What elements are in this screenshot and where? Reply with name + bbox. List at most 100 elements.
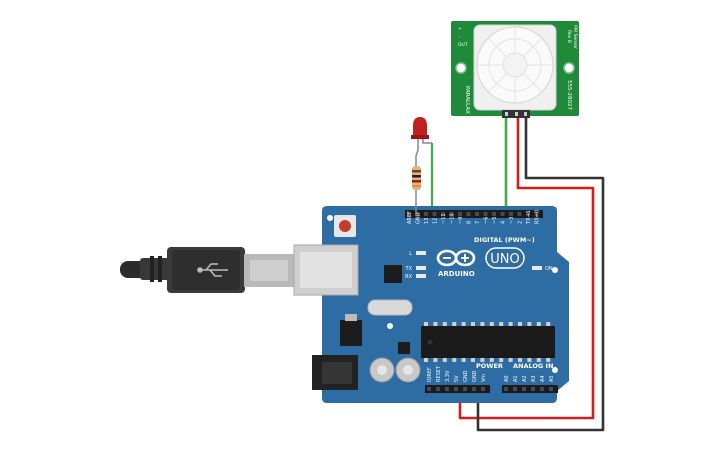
digital-pin-socket[interactable] (475, 212, 479, 216)
power-pin-socket[interactable] (463, 387, 467, 391)
digital-pin-socket[interactable] (424, 212, 428, 216)
ic-pin (452, 322, 457, 326)
analog-pin-header[interactable] (502, 385, 558, 393)
ic-pin (527, 358, 532, 362)
pir-pin-minus[interactable] (524, 112, 527, 116)
analog-pin-socket[interactable] (549, 387, 553, 391)
led-tx-label: TX (405, 266, 413, 272)
ic-pin-rows (424, 322, 551, 362)
ic-pin (471, 322, 475, 326)
analog-pin-socket[interactable] (531, 387, 535, 391)
led-tx (416, 266, 426, 270)
power-header-label: POWER (476, 362, 503, 370)
usb-cable[interactable] (120, 247, 294, 293)
analog-header-label: ANALOG IN (513, 362, 553, 370)
digital-pin-label: 8 (467, 221, 473, 224)
pir-pin-plus[interactable] (515, 112, 518, 116)
ic-pin (536, 322, 541, 326)
power-pin-socket[interactable] (481, 387, 485, 391)
resistor-band-4 (412, 185, 421, 187)
digital-pin-label: TX→1 (526, 210, 532, 225)
digital-pin-socket[interactable] (415, 212, 420, 216)
ic-pin (546, 358, 551, 362)
pir-pin-out[interactable] (505, 112, 508, 116)
analog-pin-socket[interactable] (513, 387, 517, 391)
pir-dome-center (502, 52, 528, 78)
pir-model-label: 555-28027 (566, 80, 572, 110)
ic-pin (471, 358, 475, 362)
reset-button[interactable] (339, 220, 351, 232)
digital-pin-label: GND (416, 212, 422, 224)
digital-pin-socket[interactable] (500, 212, 505, 216)
digital-pin-socket[interactable] (466, 212, 471, 216)
digital-header-body (405, 210, 543, 218)
power-pin-socket[interactable] (472, 387, 476, 391)
power-pin-socket[interactable] (454, 387, 458, 391)
ic-pin (452, 358, 457, 362)
wire-5v-red[interactable] (458, 116, 595, 420)
ic-pin (536, 358, 541, 362)
digital-pin-label: ~3 (509, 217, 515, 224)
power-pin-label: GND (472, 370, 478, 382)
digital-pin-socket[interactable] (492, 212, 496, 216)
digital-pin-header[interactable] (405, 210, 543, 218)
wire-gnd-black[interactable] (476, 116, 605, 432)
led-on-label: ON (545, 266, 553, 272)
ic-pin (508, 322, 513, 326)
led-on (532, 266, 542, 270)
digital-pin-socket[interactable] (432, 212, 437, 216)
brand-label: ARDUINO (438, 270, 475, 278)
ic-pin (424, 358, 428, 362)
digital-pin-socket[interactable] (517, 212, 522, 216)
ic-pin (480, 358, 485, 362)
ic-pin (442, 322, 447, 326)
digital-pin-socket[interactable] (441, 212, 445, 216)
mount-hole-4 (552, 367, 558, 373)
usb-ridge-2 (158, 256, 162, 282)
ic-pin (442, 358, 447, 362)
ic-pin (424, 322, 428, 326)
capacitor-2-top (403, 365, 413, 375)
digital-pin-socket[interactable] (449, 212, 454, 216)
arduino-uno-board[interactable]: ARDUINO UNO L TX RX ON DIGITAL (PWM~) PO… (293, 206, 569, 403)
pir-mount-hole-right (563, 62, 575, 74)
resistor[interactable] (412, 166, 421, 190)
power-pin-socket[interactable] (436, 387, 440, 391)
usb-symbol-icon (197, 263, 228, 277)
voltage-regulator (340, 320, 362, 346)
digital-pin-socket[interactable] (483, 212, 488, 216)
power-pin-header[interactable] (425, 385, 490, 393)
analog-pin-socket[interactable] (540, 387, 544, 391)
pir-sensor[interactable]: PARALLAX 555-28027 PIR Sensor Rev B + - … (451, 21, 579, 118)
dc-jack-inner (322, 362, 352, 384)
power-pin-label: GND (463, 370, 469, 382)
digital-pin-socket[interactable] (407, 212, 411, 216)
mount-hole-2 (552, 267, 558, 273)
digital-pin-socket[interactable] (458, 212, 462, 216)
analog-pin-socket[interactable] (522, 387, 526, 391)
ic-pin (518, 358, 522, 362)
pir-mount-hole-left (455, 62, 467, 74)
ic-pin (433, 358, 438, 362)
digital-pin-socket[interactable] (534, 212, 539, 216)
arduino-logo-icon (436, 249, 476, 267)
ic-pin (461, 358, 466, 362)
ic-pin (508, 358, 513, 362)
power-pin-socket[interactable] (445, 387, 449, 391)
digital-pin-label: ~6 (484, 217, 490, 224)
digital-pin-socket[interactable] (509, 212, 513, 216)
led-rx-label: RX (405, 274, 412, 280)
pir-brand-label: PARALLAX (464, 86, 470, 114)
digital-pin-socket[interactable] (526, 212, 530, 216)
power-pin-socket[interactable] (427, 387, 431, 391)
analog-pin-socket[interactable] (504, 387, 508, 391)
uno-badge (485, 247, 525, 269)
pir-rev-label: Rev B (566, 30, 572, 43)
ic-pin (546, 322, 551, 326)
analog-pin-label: A0 (504, 375, 510, 382)
ic-pin (480, 322, 485, 326)
model-label: UNO (490, 252, 519, 267)
